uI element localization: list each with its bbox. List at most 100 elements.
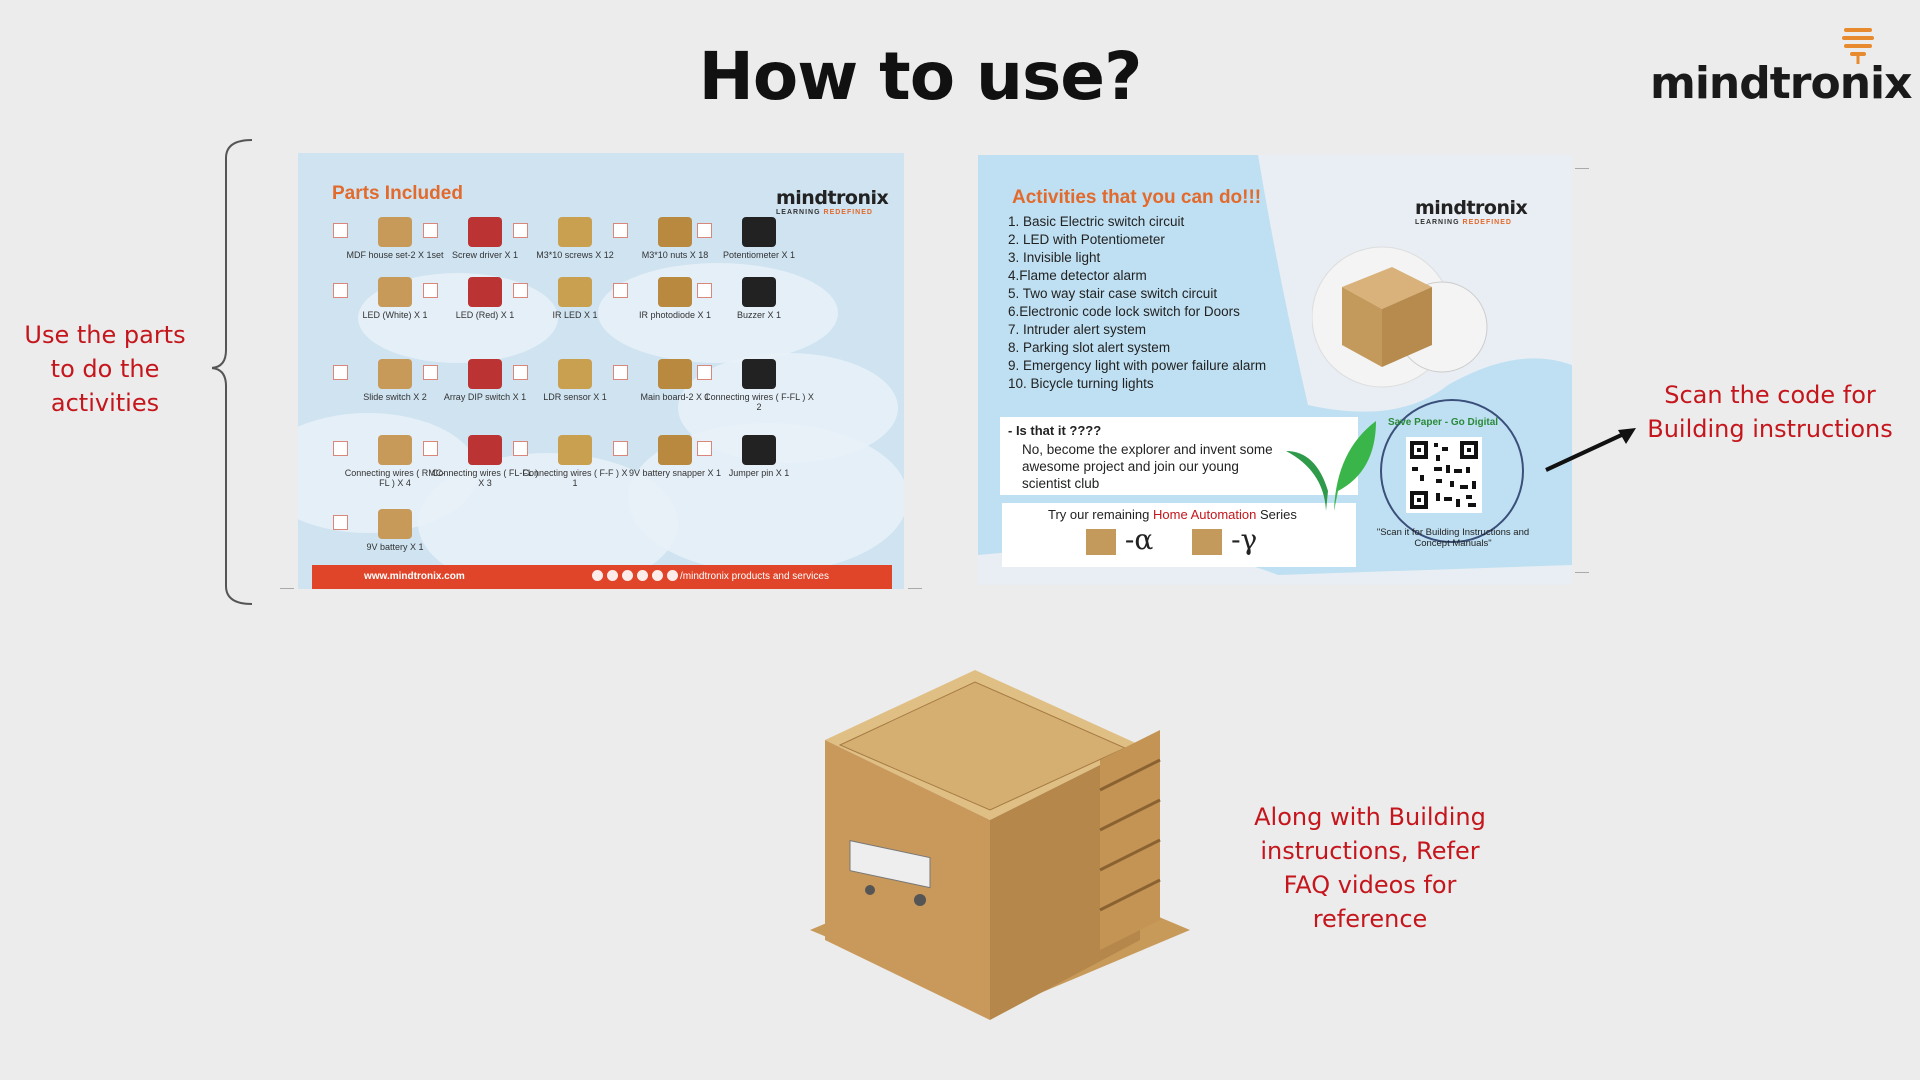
qr-caption: "Scan it for Building Instructions and C… <box>1376 527 1530 549</box>
part-label: M3*10 nuts X 18 <box>641 250 709 260</box>
part-item: LED (White) X 1 <box>340 263 450 320</box>
qr-code-icon[interactable] <box>1406 437 1482 513</box>
activities-brand-text: mindtronix <box>1415 197 1528 219</box>
question-heading: - Is that it ???? <box>1008 423 1102 438</box>
part-checkbox[interactable] <box>613 283 628 298</box>
part-item: Connecting wires ( RMC-FL ) X 4 <box>340 421 450 488</box>
part-checkbox[interactable] <box>513 283 528 298</box>
activity-item: 3. Invisible light <box>1008 250 1101 265</box>
part-checkbox[interactable] <box>513 223 528 238</box>
part-image-icon <box>340 421 450 465</box>
part-checkbox[interactable] <box>697 283 712 298</box>
page-title: How to use? <box>698 38 1143 115</box>
part-checkbox[interactable] <box>513 441 528 456</box>
parts-included-card: Parts Included mindtronix LEARNING REDEF… <box>298 153 904 589</box>
part-label: 9V battery snapper X 1 <box>628 468 722 478</box>
part-item: 9V battery X 1 <box>340 495 450 552</box>
part-checkbox[interactable] <box>423 223 438 238</box>
left-note: Use the parts to do the activities <box>24 321 186 417</box>
activity-item: 7. Intruder alert system <box>1008 322 1147 337</box>
qr-circle <box>1380 399 1524 543</box>
series-icons: -α -γ <box>1086 523 1257 556</box>
part-item: Connecting wires ( FL-FL ) X 3 <box>430 421 540 488</box>
part-checkbox[interactable] <box>697 441 712 456</box>
part-checkbox[interactable] <box>613 223 628 238</box>
activity-item: 1. Basic Electric switch circuit <box>1008 214 1185 229</box>
parts-brand-text: mindtronix <box>776 187 889 209</box>
part-checkbox[interactable] <box>513 365 528 380</box>
part-item: MDF house set-2 X 1set <box>340 203 450 260</box>
part-image-icon <box>340 345 450 389</box>
part-item: Screw driver X 1 <box>430 203 540 260</box>
arrow-icon <box>1545 428 1636 472</box>
part-image-icon <box>620 203 730 247</box>
twitter-icon[interactable] <box>622 570 633 581</box>
activity-item: 6.Electronic code lock switch for Doors <box>1008 304 1240 319</box>
part-checkbox[interactable] <box>697 223 712 238</box>
scan-note: Scan the code for Building instructions <box>1647 381 1893 443</box>
brand-logo-text: mindtronix <box>1650 58 1912 109</box>
part-item: IR photodiode X 1 <box>620 263 730 320</box>
linkedin-icon[interactable] <box>637 570 648 581</box>
part-checkbox[interactable] <box>333 365 348 380</box>
instagram-icon[interactable] <box>607 570 618 581</box>
part-checkbox[interactable] <box>697 365 712 380</box>
part-label: LED (Red) X 1 <box>455 310 515 320</box>
part-image-icon <box>340 203 450 247</box>
part-label: 9V battery X 1 <box>366 542 424 552</box>
part-image-icon <box>520 345 630 389</box>
part-label: Screw driver X 1 <box>451 250 519 260</box>
part-checkbox[interactable] <box>423 365 438 380</box>
leaf-icon <box>1286 421 1376 511</box>
part-checkbox[interactable] <box>333 515 348 530</box>
part-image-icon <box>520 421 630 465</box>
part-checkbox[interactable] <box>333 441 348 456</box>
part-item: Potentiometer X 1 <box>704 203 814 260</box>
part-checkbox[interactable] <box>333 223 348 238</box>
brace-icon <box>212 139 253 605</box>
footer-tagline: /mindtronix products and services <box>680 571 829 582</box>
series-alpha: -α <box>1124 523 1154 556</box>
activity-item: 4.Flame detector alarm <box>1008 268 1147 283</box>
part-image-icon <box>430 345 540 389</box>
youtube-icon[interactable] <box>652 570 663 581</box>
house-thumbnail-icon <box>1312 246 1488 388</box>
part-label: Connecting wires ( FL-FL ) X 3 <box>431 468 539 488</box>
part-checkbox[interactable] <box>423 441 438 456</box>
activity-item: 8. Parking slot alert system <box>1008 340 1171 355</box>
part-image-icon <box>704 345 814 389</box>
part-checkbox[interactable] <box>423 283 438 298</box>
part-label: MDF house set-2 X 1set <box>346 250 444 260</box>
parts-footer: www.mindtronix.com /mindtronix products … <box>312 565 892 589</box>
footer-url[interactable]: www.mindtronix.com <box>364 571 465 582</box>
part-image-icon <box>704 203 814 247</box>
mindtronix-logo-icon <box>1838 18 1878 73</box>
part-label: Connecting wires ( RMC-FL ) X 4 <box>344 468 446 488</box>
try-prefix: Try our remaining <box>1048 507 1150 522</box>
activities-card: Activities that you can do!!! 1. Basic E… <box>978 155 1572 585</box>
activity-item: 2. LED with Potentiometer <box>1008 232 1165 247</box>
part-image-icon <box>620 421 730 465</box>
part-item: M3*10 nuts X 18 <box>620 203 730 260</box>
part-checkbox[interactable] <box>613 365 628 380</box>
part-item: LDR sensor X 1 <box>520 345 630 402</box>
activity-item: 9. Emergency light with power failure al… <box>1008 358 1267 373</box>
part-label: Potentiometer X 1 <box>722 250 796 260</box>
pinterest-icon[interactable] <box>667 570 678 581</box>
part-item: LED (Red) X 1 <box>430 263 540 320</box>
part-image-icon <box>520 203 630 247</box>
try-series-panel <box>1002 503 1356 567</box>
part-image-icon <box>620 345 730 389</box>
part-label: M3*10 screws X 12 <box>536 250 614 260</box>
part-checkbox[interactable] <box>333 283 348 298</box>
part-item: 9V battery snapper X 1 <box>620 421 730 478</box>
part-item: Array DIP switch X 1 <box>430 345 540 402</box>
facebook-icon[interactable] <box>592 570 603 581</box>
try-series-text: Try our remaining Home Automation Series <box>1048 507 1297 522</box>
part-label: Jumper pin X 1 <box>728 468 790 478</box>
part-label: Slide switch X 2 <box>363 392 427 402</box>
part-checkbox[interactable] <box>613 441 628 456</box>
part-item: Jumper pin X 1 <box>704 421 814 478</box>
social-icons <box>592 570 678 581</box>
part-item: Slide switch X 2 <box>340 345 450 402</box>
